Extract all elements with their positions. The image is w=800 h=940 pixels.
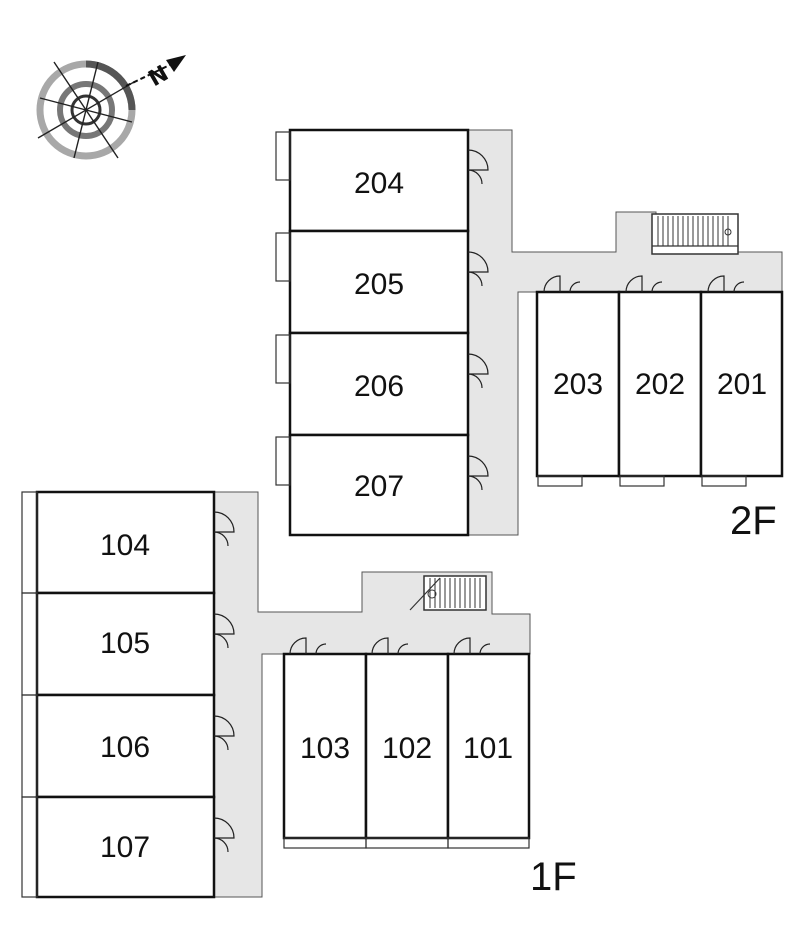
compass: N: [36, 55, 186, 160]
compass-core-ring: [70, 94, 102, 126]
floor-2f: 204 205 206 207 203 202: [275, 128, 784, 543]
unit-203[interactable]: 203: [535, 290, 621, 478]
floor-2f-balconies-left: [275, 131, 291, 486]
unit-103-label: 103: [300, 732, 350, 765]
unit-201-label: 201: [717, 368, 767, 401]
floor-2f-staircase: [651, 213, 739, 255]
unit-102[interactable]: 102: [364, 652, 450, 840]
north-arrow-head: [166, 55, 186, 72]
unit-203-label: 203: [553, 368, 603, 401]
floor-1f-balconies-left: [21, 491, 38, 898]
unit-106[interactable]: 106: [35, 693, 216, 799]
unit-206-label: 206: [354, 370, 404, 403]
floor-1f: 104 105 106 107 103 102: [21, 490, 577, 899]
floor-2f-label: 2F: [730, 499, 777, 543]
unit-103[interactable]: 103: [282, 652, 368, 840]
floor-2f-doors: [467, 149, 745, 491]
unit-102-label: 102: [382, 732, 432, 765]
unit-104-label: 104: [100, 529, 150, 562]
unit-206[interactable]: 206: [288, 331, 470, 437]
unit-101[interactable]: 101: [446, 652, 531, 840]
north-arrow-shaft: [125, 61, 177, 87]
unit-204-label: 204: [354, 167, 404, 200]
floor-1f-label: 1F: [530, 855, 577, 899]
unit-204[interactable]: 204: [288, 128, 470, 233]
compass-inner-ring: [57, 81, 115, 139]
unit-207-label: 207: [354, 470, 404, 503]
compass-outer-ring-dark: [85, 60, 136, 111]
unit-107-label: 107: [100, 831, 150, 864]
floor-1f-balconies-bottom: [283, 837, 530, 849]
unit-202[interactable]: 202: [617, 290, 703, 478]
unit-205[interactable]: 205: [288, 229, 470, 335]
unit-207[interactable]: 207: [288, 433, 470, 537]
unit-202-label: 202: [635, 368, 685, 401]
unit-105[interactable]: 105: [35, 591, 216, 697]
floor-1f-doors: [213, 511, 491, 853]
unit-107[interactable]: 107: [35, 795, 216, 899]
unit-105-label: 105: [100, 627, 150, 660]
floor-2f-balconies-bottom: [537, 475, 747, 487]
unit-201[interactable]: 201: [699, 290, 784, 478]
compass-north-label: N: [145, 61, 173, 92]
unit-101-label: 101: [463, 732, 513, 765]
unit-104[interactable]: 104: [35, 490, 216, 595]
unit-106-label: 106: [100, 731, 150, 764]
unit-205-label: 205: [354, 268, 404, 301]
floor-1f-staircase: [409, 575, 487, 611]
